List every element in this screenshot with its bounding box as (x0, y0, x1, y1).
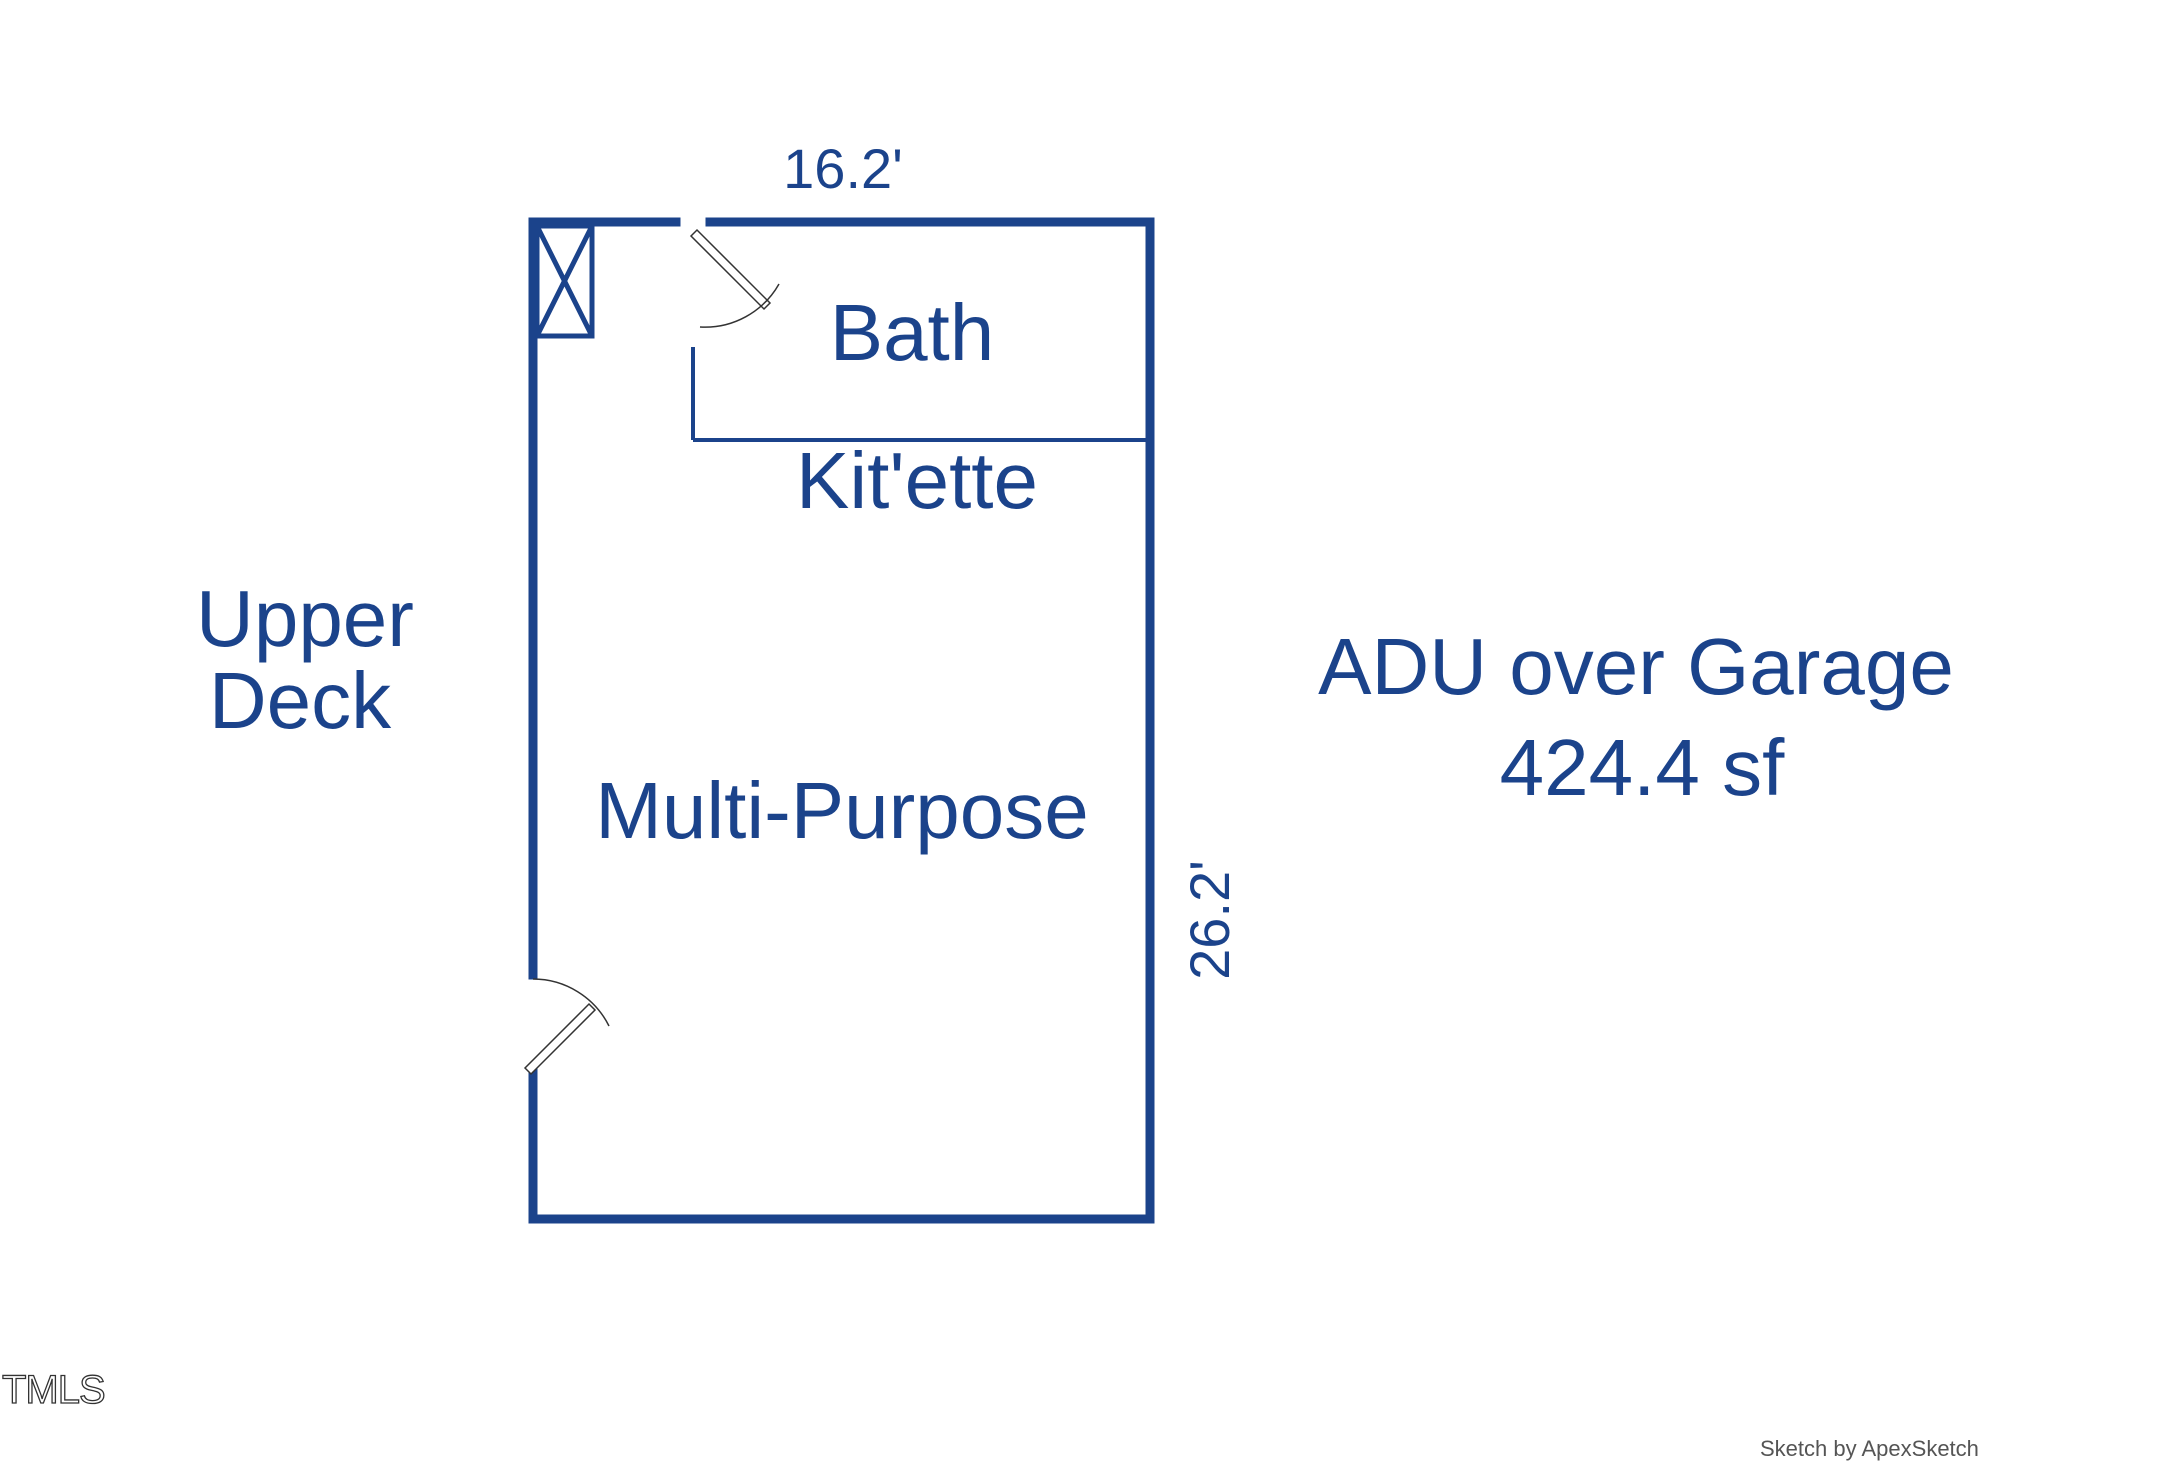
room-label-multi-purpose: Multi-Purpose (595, 766, 1089, 855)
sketch-credit: Sketch by ApexSketch (1760, 1436, 1979, 1461)
summary-title: ADU over Garage (1318, 622, 1954, 711)
bath-door (689, 228, 780, 328)
mls-watermark: TMLS (1, 1367, 106, 1412)
entry-door (523, 978, 610, 1076)
interior-walls (691, 347, 1150, 442)
stair-box (534, 223, 595, 339)
room-label-bath: Bath (830, 288, 995, 377)
room-label-kitchenette: Kit'ette (796, 436, 1038, 525)
width-dimension: 16.2' (783, 137, 903, 200)
height-dimension: 26.2' (1178, 860, 1241, 980)
outside-label-line2: Deck (209, 656, 392, 745)
outside-label-line1: Upper (196, 574, 414, 663)
exterior-walls (528, 217, 1155, 1224)
summary-area: 424.4 sf (1500, 723, 1785, 812)
